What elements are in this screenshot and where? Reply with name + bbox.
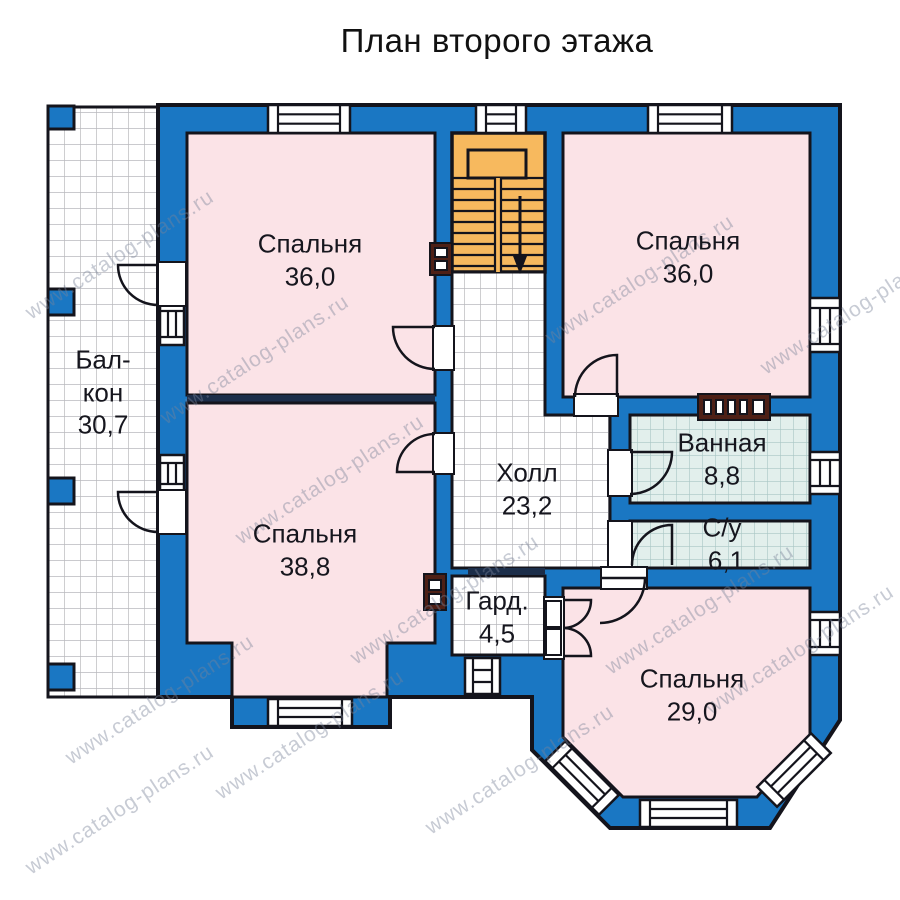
room-label-bedroom-bottom: Спальня 29,0 <box>639 663 745 727</box>
window <box>646 103 734 135</box>
balcony-pillar <box>46 662 76 692</box>
window <box>266 697 354 728</box>
partition-hall-wardrobe <box>468 568 545 575</box>
windows <box>158 103 842 829</box>
window <box>266 103 352 135</box>
bedroom-top-right-floor <box>561 131 812 399</box>
window <box>158 453 186 494</box>
door-arc <box>391 325 436 371</box>
room-label-bedroom-mid-left: Спальня 38,8 <box>252 518 358 582</box>
window <box>543 739 621 817</box>
door-arc <box>116 490 159 534</box>
wardrobe-floor <box>450 574 547 657</box>
vent-icon <box>429 242 453 276</box>
window <box>638 798 739 829</box>
window <box>808 296 842 354</box>
stairs <box>452 148 545 274</box>
room-floors <box>185 131 812 799</box>
door-openings <box>157 261 648 660</box>
window <box>755 731 833 809</box>
room-label-wc: С/у 6,1 <box>702 512 745 576</box>
room-label-wardrobe: Гард. 4,5 <box>465 585 529 649</box>
room-label-balcony: Бал- кон 30,7 <box>75 344 131 440</box>
room-label-bedroom-top-right: Спальня 36,0 <box>635 225 741 289</box>
door-arcs <box>116 263 674 658</box>
door-arc <box>116 263 159 307</box>
balcony-pillar <box>46 104 76 131</box>
door-arc <box>562 626 593 658</box>
room-label-hall: Холл 23,2 <box>496 457 558 521</box>
balcony-pillar <box>46 287 76 317</box>
door-arc <box>573 353 619 398</box>
door-arc <box>629 450 674 496</box>
vent-shafts <box>423 242 771 611</box>
window <box>808 450 842 496</box>
vent-icon <box>423 573 447 611</box>
room-label-bedroom-top-left: Спальня 36,0 <box>257 228 363 292</box>
window <box>463 656 502 696</box>
window <box>808 610 842 657</box>
door-arc <box>395 432 436 474</box>
balcony-pillar <box>46 476 76 506</box>
bedroom-bottom-floor <box>561 586 812 799</box>
partition-bedrooms <box>187 395 435 403</box>
stairs-arrow-head <box>513 256 527 274</box>
room-label-bathroom: Ванная 8,8 <box>677 427 767 491</box>
window <box>158 301 186 347</box>
door-arc <box>630 523 674 566</box>
bedroom-mid-left-floor <box>185 401 437 699</box>
window <box>474 103 528 135</box>
door-arc <box>599 576 647 625</box>
page-title: План второго этажа <box>340 22 654 59</box>
balcony-area <box>46 104 160 699</box>
vent-icon <box>697 393 771 421</box>
